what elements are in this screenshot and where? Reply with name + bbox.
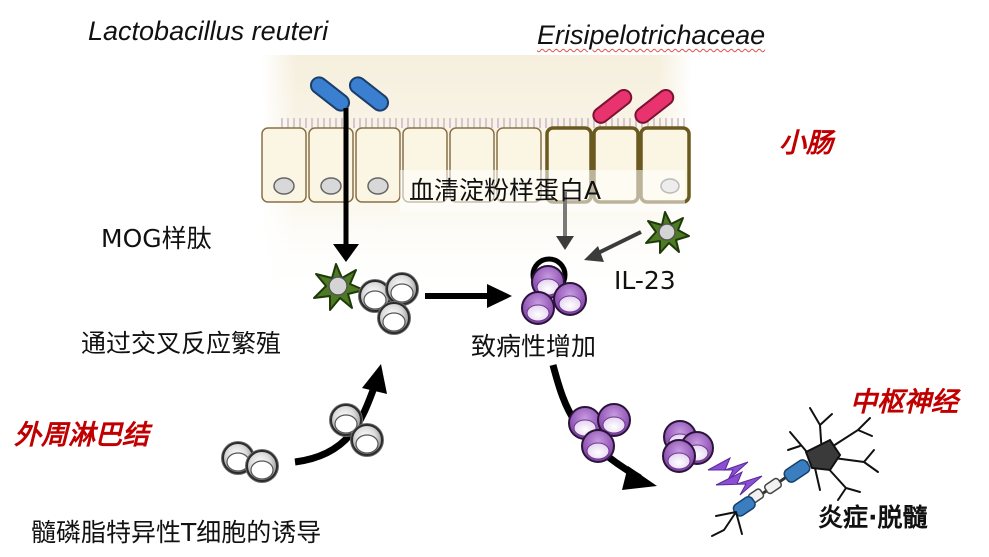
- t-cell: [384, 271, 420, 307]
- lightning-icon: [707, 456, 763, 496]
- myelin-segment: [783, 459, 811, 483]
- axon-terminal: [711, 511, 743, 537]
- epithelial-cell: [355, 127, 401, 203]
- erysipelotrichaceae-bacteria: [592, 88, 675, 124]
- arrow-saa-down: [556, 192, 574, 250]
- cross-reaction-label: 通过交叉反应繁殖: [81, 329, 282, 358]
- saa-label-band: [400, 170, 685, 212]
- inflammation-label: 炎症·脱髓: [818, 503, 928, 532]
- serum-amyloid-a-label: 血清淀粉样蛋白A: [409, 176, 602, 205]
- dendrites: [787, 407, 879, 501]
- pathogenic-t-cell-cluster: [521, 256, 587, 325]
- peripheral-lymph-label: 外周淋巴结: [14, 420, 149, 451]
- t-cell-cluster-expanding: [357, 271, 420, 336]
- epithelial-cell: [261, 127, 307, 203]
- small-intestine-label: 小肠: [779, 128, 833, 159]
- myelin-segment-damaged: [763, 477, 783, 495]
- induction-label: 髓磷脂特异性T细胞的诱导: [31, 518, 322, 547]
- lactobacillus-bacteria: [309, 76, 390, 112]
- il23-label: IL-23: [614, 266, 676, 295]
- th17-cell: [521, 291, 555, 325]
- neuron: [711, 407, 879, 537]
- th17-cell: [662, 439, 696, 473]
- lactobacillus-label: Lactobacillus reuteri: [88, 16, 329, 46]
- t-cell: [349, 422, 385, 458]
- erysipelotrichaceae-label: Erisipelotrichaceae: [537, 20, 766, 50]
- epithelial-cell: [308, 127, 354, 203]
- dendritic-cell: [313, 263, 365, 311]
- cns-th17-cluster: [662, 420, 714, 473]
- t-cell-cluster-origin: [220, 440, 280, 484]
- t-cell: [376, 300, 412, 336]
- arrow-il23: [584, 230, 642, 262]
- cns-label: 中枢神经: [850, 387, 958, 418]
- axon: [732, 459, 811, 517]
- pathogenicity-label: 致病性增加: [471, 332, 597, 361]
- t-cell: [244, 448, 280, 484]
- th17-cell: [553, 282, 587, 316]
- mog-peptide-label: MOG样肽: [101, 224, 212, 253]
- migrating-th17-cluster: [568, 403, 631, 463]
- arrow-to-pathogenic: [425, 284, 512, 308]
- dendritic-cell-intestine: [645, 211, 690, 254]
- th17-cell: [581, 429, 615, 463]
- neuron-soma: [804, 438, 842, 472]
- arrow-lactobacillus-to-dc: [333, 108, 359, 262]
